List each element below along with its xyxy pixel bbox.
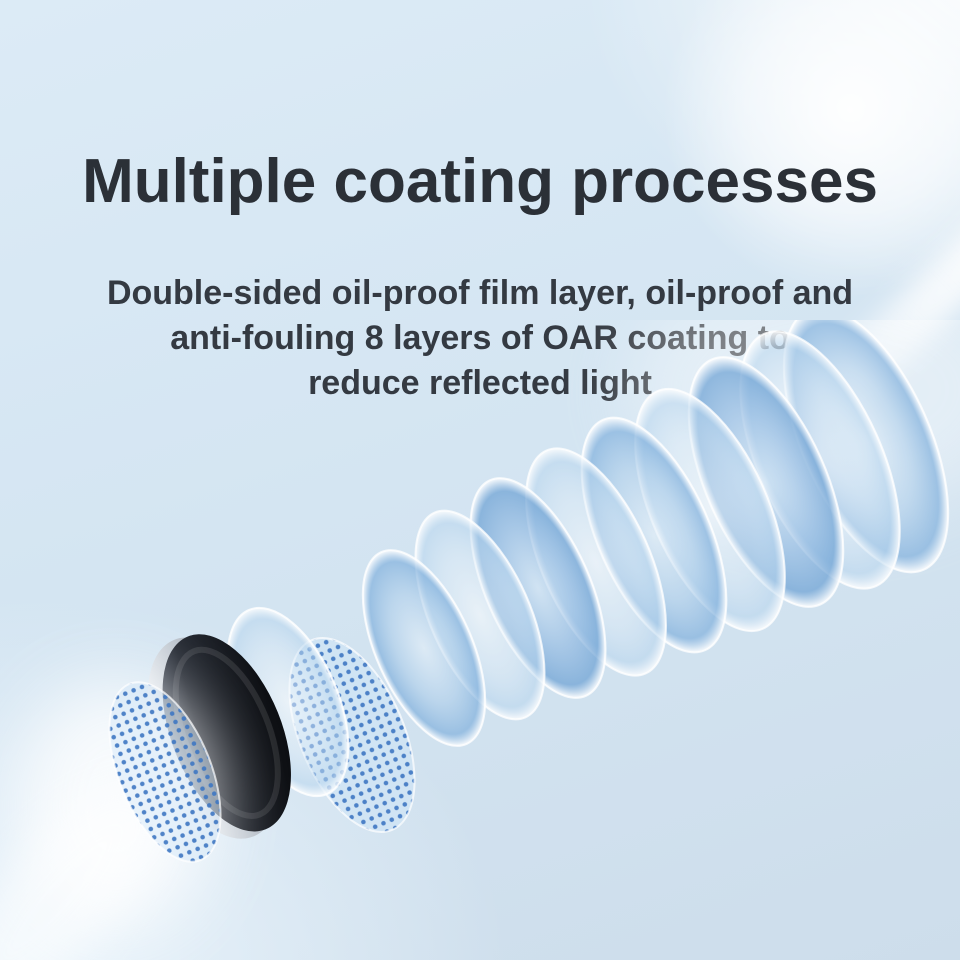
coating-layers-illustration [0,320,960,960]
subtitle-line: reduce reflected light [308,364,652,402]
exit-light-beam [0,783,161,960]
page-title: Multiple coating processes [82,147,878,216]
mesh-coating-disc-front [108,681,222,863]
subtitle-line: Double-sided oil-proof film layer, oil-p… [106,274,854,312]
coating-disc [361,549,487,747]
